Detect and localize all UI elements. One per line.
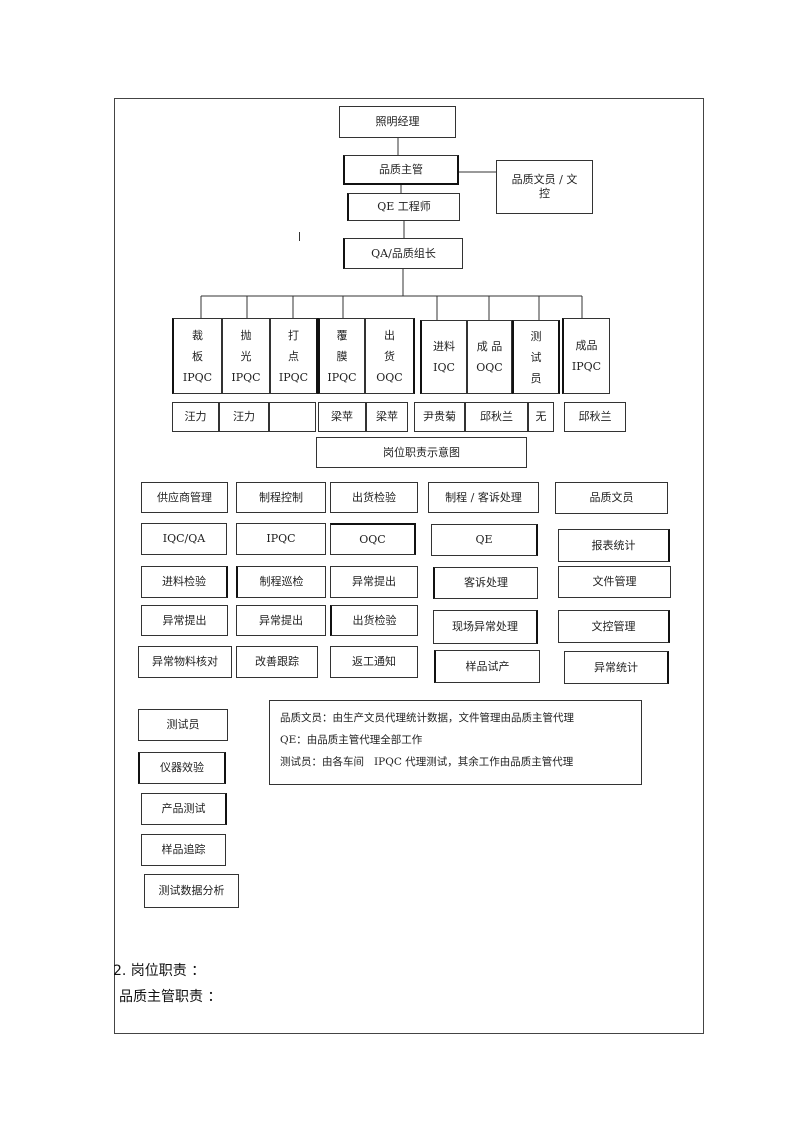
section-heading: 2. 岗位职责 ： — [113, 963, 206, 979]
qc-manager-box: 品质主管 — [343, 155, 459, 185]
staff-name: 邱秋兰 — [465, 402, 528, 432]
duty-item: 异常提出 — [236, 605, 326, 636]
duty-item: 制程巡检 — [236, 566, 326, 598]
tester-header: 测试员 — [138, 709, 228, 741]
station-film-ipqc: 覆 膜 IPQC — [318, 318, 365, 394]
station-shipping-oqc: 出 货 OQC — [365, 318, 415, 394]
duty-item: 现场异常处理 — [433, 610, 538, 644]
staff-name: 汪力 — [172, 402, 219, 432]
column-header: 制程控制 — [236, 482, 326, 513]
duty-item: 改善跟踪 — [236, 646, 318, 678]
station-incoming-iqc: 进料 IQC — [420, 320, 467, 394]
staff-name: 汪力 — [219, 402, 269, 432]
section-subheading: 品质主管职责 ： — [119, 989, 222, 1005]
director-box: 照明经理 — [339, 106, 456, 138]
station-dotting-ipqc: 打 点 IPQC — [270, 318, 318, 394]
duty-item: 进料检验 — [141, 566, 228, 598]
duty-item: 报表统计 — [558, 529, 670, 562]
diagram-title: 岗位职责示意图 — [316, 437, 527, 468]
duty-item: 异常提出 — [141, 605, 228, 636]
duty-item: OQC — [330, 523, 416, 555]
staff-name: 梁苹 — [366, 402, 408, 432]
station-finished-oqc: 成 品 OQC — [467, 320, 512, 394]
station-tester: 测 试 员 — [512, 320, 560, 394]
staff-name — [269, 402, 316, 432]
duty-item: 客诉处理 — [433, 567, 538, 599]
note-line: 品质文员：由生产文员代理统计数据，文件管理由品质主管代理 — [280, 712, 574, 724]
notes-box: 品质文员：由生产文员代理统计数据，文件管理由品质主管代理 QE：由品质主管代理全… — [269, 700, 642, 785]
station-polish-ipqc: 抛 光 IPQC — [222, 318, 270, 394]
duty-item: 异常物料核对 — [138, 646, 232, 678]
column-header: 品质文员 — [555, 482, 668, 514]
column-header: 出货检验 — [330, 482, 418, 513]
qe-engineer-box: QE 工程师 — [347, 193, 460, 221]
duty-item: IPQC — [236, 523, 326, 555]
staff-name: 尹贵菊 — [414, 402, 465, 432]
duty-item: 异常统计 — [564, 651, 669, 684]
document-frame — [114, 98, 704, 1034]
duty-item: QE — [431, 524, 538, 556]
tester-item: 样品追踪 — [141, 834, 226, 866]
duty-item: 异常提出 — [330, 566, 418, 598]
duty-item: 文件管理 — [558, 566, 671, 598]
station-finished-ipqc: 成品 IPQC — [562, 318, 610, 394]
tester-item: 测试数据分析 — [144, 874, 239, 908]
note-line: 测试员：由各车间 IPQC 代理测试，其余工作由品质主管代理 — [280, 756, 574, 768]
column-header: 制程 / 客诉处理 — [428, 482, 539, 513]
duty-item: 出货检验 — [330, 605, 418, 636]
column-header: 供应商管理 — [141, 482, 228, 513]
note-line: QE：由品质主管代理全部工作 — [280, 734, 423, 746]
qa-lead-box: QA/品质组长 — [343, 238, 463, 269]
duty-item: 返工通知 — [330, 646, 418, 678]
clerk-box: 品质文员 / 文 控 — [496, 160, 593, 214]
station-cutting-ipqc: 裁 板 IPQC — [172, 318, 222, 394]
staff-name: 邱秋兰 — [564, 402, 626, 432]
duty-item: 文控管理 — [558, 610, 670, 643]
tester-item: 产品测试 — [141, 793, 227, 825]
tester-item: 仪器效验 — [138, 752, 226, 784]
duty-item: IQC/QA — [141, 523, 227, 555]
stray-mark — [299, 232, 300, 241]
staff-name: 无 — [528, 402, 554, 432]
duty-item: 样品试产 — [434, 650, 540, 683]
staff-name: 梁苹 — [318, 402, 366, 432]
